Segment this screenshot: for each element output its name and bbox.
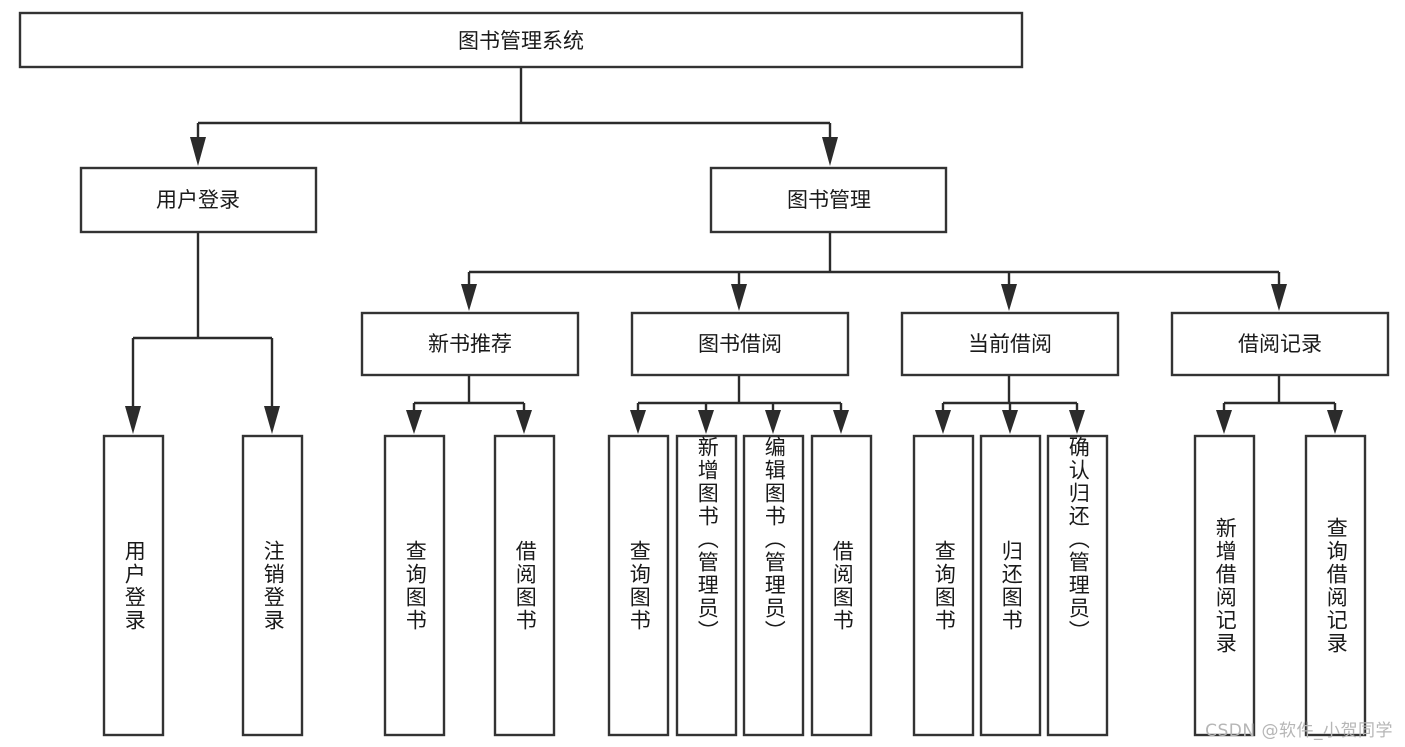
node-leaf-add-record[interactable] (1193, 434, 1256, 737)
arrow-borrow-record-leaf-1 (1216, 410, 1232, 434)
node-leaf-borrow-book-2[interactable] (810, 434, 873, 737)
node-user-login-label: 用户登录 (156, 188, 240, 212)
node-book-borrow-label: 图书借阅 (698, 332, 782, 356)
arrow-book-borrow-leaf-3 (765, 410, 781, 434)
node-leaf-return-book[interactable] (979, 434, 1042, 737)
csdn-watermark: CSDN @软件_小贺同学 (1205, 721, 1393, 741)
node-new-book-recommend[interactable] (360, 311, 580, 377)
node-root-system[interactable] (18, 11, 1024, 69)
node-book-manage-label: 图书管理 (787, 188, 871, 212)
arrow-current-borrow-leaf-1 (935, 410, 951, 434)
node-leaf-confirm-return[interactable] (1046, 434, 1109, 737)
node-leaf-borrow-book-1[interactable] (493, 434, 556, 737)
arrow-book-manage-child-4 (1271, 284, 1287, 311)
node-book-manage[interactable] (709, 166, 948, 234)
node-leaf-query-book-2[interactable] (607, 434, 670, 737)
node-leaf-query-record[interactable] (1304, 434, 1367, 737)
connector-layer (125, 67, 1343, 434)
node-current-borrow[interactable] (900, 311, 1120, 377)
node-layer: 图书管理系统 用户登录 图书管理 新书推荐 图书借阅 当前借阅 借阅记录 (18, 11, 1390, 737)
arrow-borrow-record-leaf-2 (1327, 410, 1343, 434)
arrow-new-book-leaf-2 (516, 410, 532, 434)
node-leaf-query-book-3[interactable] (912, 434, 975, 737)
node-leaf-add-book[interactable] (675, 434, 738, 737)
arrow-book-manage-child-3 (1001, 284, 1017, 311)
node-new-book-recommend-label: 新书推荐 (428, 332, 512, 356)
arrow-book-borrow-leaf-4 (833, 410, 849, 434)
node-borrow-record-label: 借阅记录 (1238, 332, 1322, 356)
node-leaf-query-book-1[interactable] (383, 434, 446, 737)
arrow-user-login-leaf-2 (264, 406, 280, 434)
node-leaf-edit-book[interactable] (742, 434, 805, 737)
arrow-root-to-user-login (190, 137, 206, 166)
node-book-borrow[interactable] (630, 311, 850, 377)
arrow-book-borrow-leaf-2 (698, 410, 714, 434)
arrow-root-to-book-manage (822, 137, 838, 166)
arrow-current-borrow-leaf-3 (1069, 410, 1085, 434)
arrow-user-login-leaf-1 (125, 406, 141, 434)
arrow-new-book-leaf-1 (406, 410, 422, 434)
node-leaf-user-login[interactable] (102, 434, 165, 737)
node-leaf-user-logout[interactable] (241, 434, 304, 737)
arrow-current-borrow-leaf-2 (1002, 410, 1018, 434)
arrow-book-borrow-leaf-1 (630, 410, 646, 434)
arrow-book-manage-child-2 (731, 284, 747, 311)
node-current-borrow-label: 当前借阅 (968, 332, 1052, 356)
node-borrow-record[interactable] (1170, 311, 1390, 377)
node-user-login[interactable] (79, 166, 318, 234)
arrow-book-manage-child-1 (461, 284, 477, 311)
node-root-system-label: 图书管理系统 (458, 29, 584, 53)
